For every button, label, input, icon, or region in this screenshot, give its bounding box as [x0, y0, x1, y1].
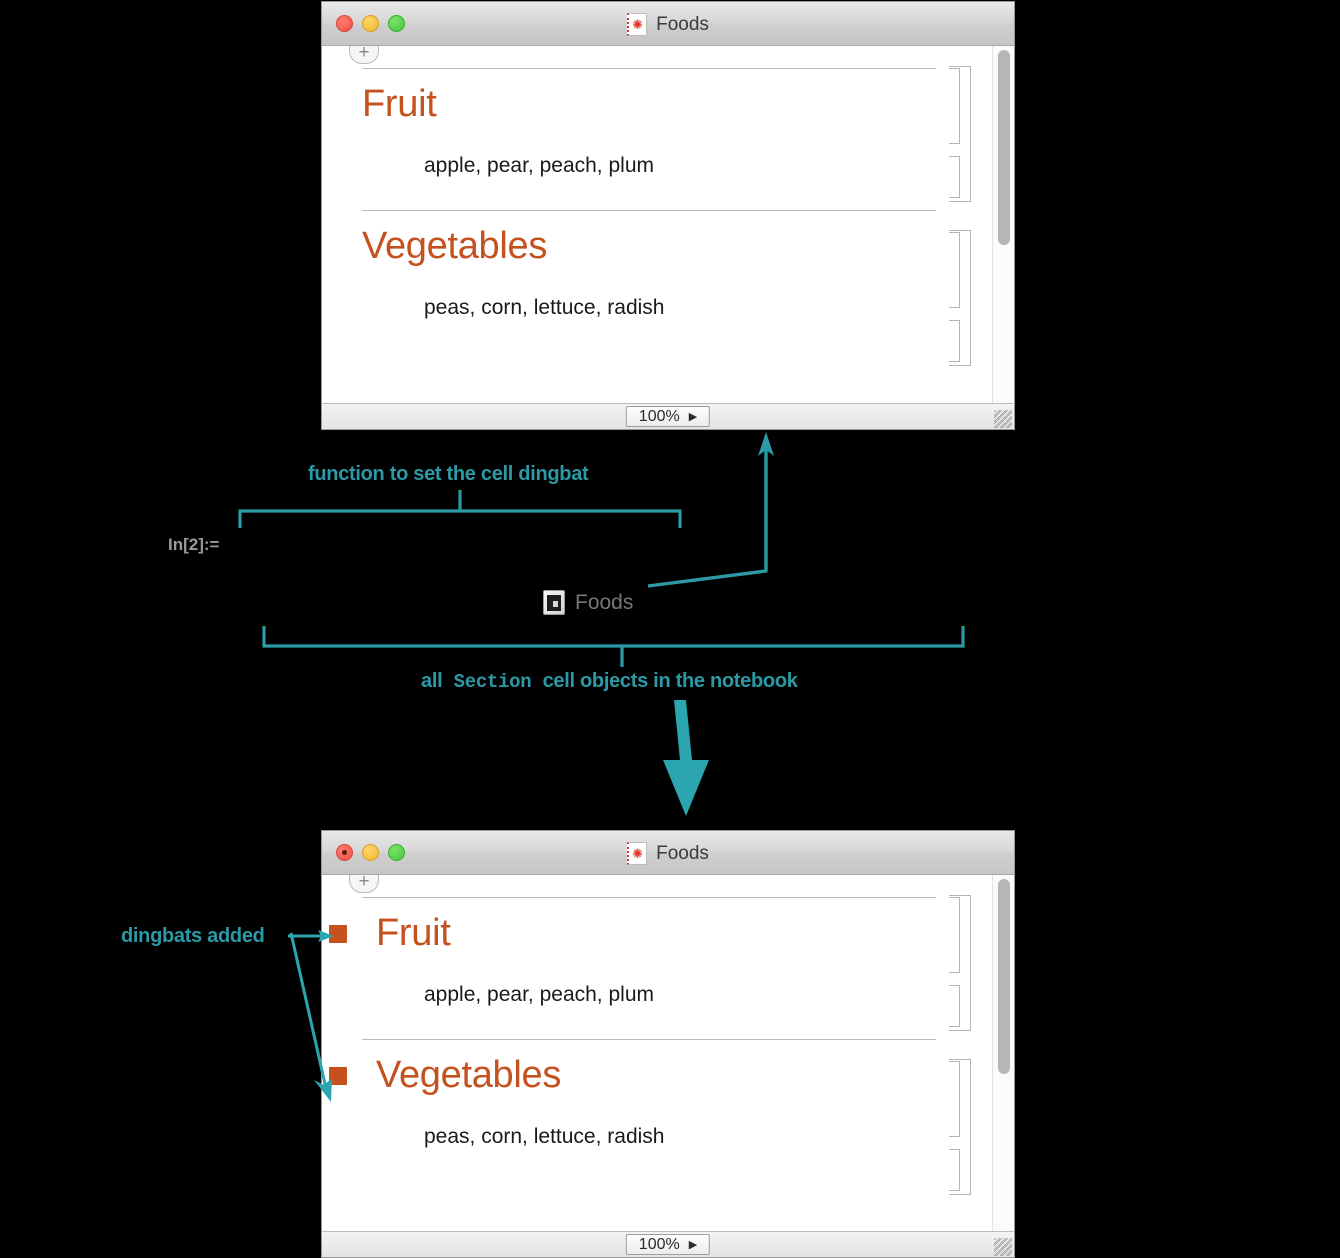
vertical-scrollbar[interactable]: [992, 875, 1014, 1231]
window-title-group: ✺ Foods: [322, 842, 1014, 865]
cell-bracket-section[interactable]: [949, 897, 960, 973]
cell-group-vegetables: Vegetables peas, corn, lettuce, radish: [322, 1021, 1014, 1163]
traffic-lights: [336, 844, 405, 861]
cell-bracket-section[interactable]: [949, 1061, 960, 1137]
resize-grip-icon[interactable]: [994, 410, 1012, 428]
zoom-level-button[interactable]: 100% ▶: [625, 406, 711, 427]
brace-all-sections: [262, 626, 965, 648]
section-heading-cell[interactable]: Vegetables: [322, 1040, 1014, 1113]
window-title: Foods: [656, 13, 709, 35]
cell-bracket-group[interactable]: [949, 66, 971, 202]
arrow-to-top-window-head: [758, 432, 774, 456]
scrollbar-thumb[interactable]: [998, 879, 1010, 1074]
section-dingbat-icon: [329, 924, 347, 943]
annotation-all-mono: Section: [453, 671, 532, 693]
window-title: Foods: [656, 842, 709, 864]
minimize-button[interactable]: [362, 15, 379, 32]
cell-bracket-text[interactable]: [949, 985, 960, 1027]
section-heading-text: Fruit: [362, 83, 437, 125]
cell-object-label: Foods: [575, 590, 634, 614]
arrow-to-top-window-shaft: [647, 448, 768, 588]
cell-group-vegetables: Vegetables peas, corn, lettuce, radish: [322, 192, 1014, 334]
cell-bracket-group[interactable]: [949, 1059, 971, 1195]
annotation-all-suffix: cell objects in the notebook: [542, 670, 798, 692]
chevron-right-icon: ▶: [688, 1239, 698, 1251]
section-heading-cell[interactable]: Fruit: [322, 69, 1014, 142]
section-heading-text: Fruit: [376, 912, 451, 954]
cell-bracket-group[interactable]: [949, 895, 971, 1031]
chevron-right-icon: ▶: [688, 411, 698, 423]
text-cell[interactable]: peas, corn, lettuce, radish: [424, 1125, 665, 1148]
notebook-window-after[interactable]: ✺ Foods + Fruit apple, pear, peach, plum…: [321, 830, 1015, 1258]
annotation-function-dingbat: function to set the cell dingbat: [308, 463, 589, 485]
annotation-all-prefix: all: [421, 670, 443, 692]
section-heading-text: Vegetables: [376, 1054, 562, 1096]
annotation-all-sections: all Section cell objects in the notebook: [421, 670, 798, 693]
traffic-lights: [336, 15, 405, 32]
zoom-button[interactable]: [388, 15, 405, 32]
cell-divider: [362, 897, 936, 898]
vertical-scrollbar[interactable]: [992, 46, 1014, 403]
cell-bracket-group[interactable]: [949, 230, 971, 366]
status-bar: 100% ▶: [322, 403, 1014, 429]
minimize-button[interactable]: [362, 844, 379, 861]
cell-group-fruit: Fruit apple, pear, peach, plum: [322, 46, 1014, 192]
arrow-down-big: [663, 700, 709, 816]
cell-divider: [362, 68, 936, 69]
brace-function-dingbat: [238, 509, 682, 528]
section-dingbat-icon: [329, 1066, 347, 1085]
scrollbar-thumb[interactable]: [998, 50, 1010, 245]
section-heading-cell[interactable]: Fruit: [322, 898, 1014, 971]
cell-group-fruit: Fruit apple, pear, peach, plum: [322, 875, 1014, 1021]
status-bar: 100% ▶: [322, 1231, 1014, 1257]
zoom-level-value: 100%: [638, 1235, 680, 1253]
close-button[interactable]: [336, 15, 353, 32]
notebook-window-before[interactable]: ✺ Foods + Fruit apple, pear, peach, plum…: [321, 1, 1015, 430]
section-heading-text: Vegetables: [362, 225, 548, 267]
cell-bracket-text[interactable]: [949, 1149, 960, 1191]
cell-bracket-section[interactable]: [949, 232, 960, 308]
notebook-content[interactable]: + Fruit apple, pear, peach, plum Vegetab…: [322, 46, 1014, 403]
notebook-document-icon: ✺: [627, 842, 648, 865]
cell-object-foods[interactable]: Foods: [543, 590, 633, 615]
resize-grip-icon[interactable]: [994, 1238, 1012, 1256]
cell-bracket-text[interactable]: [949, 320, 960, 362]
text-cell[interactable]: apple, pear, peach, plum: [424, 154, 654, 177]
zoom-level-button[interactable]: 100% ▶: [625, 1234, 711, 1255]
title-bar[interactable]: ✺ Foods: [322, 831, 1014, 875]
notebook-content[interactable]: + Fruit apple, pear, peach, plum Vegetab…: [322, 875, 1014, 1231]
cell-object-icon: [543, 590, 565, 615]
cell-bracket-text[interactable]: [949, 156, 960, 198]
zoom-level-value: 100%: [638, 407, 680, 425]
cell-divider: [362, 1039, 936, 1040]
cell-divider: [362, 210, 936, 211]
notebook-document-icon: ✺: [627, 13, 648, 36]
text-cell[interactable]: apple, pear, peach, plum: [424, 983, 654, 1006]
text-cell[interactable]: peas, corn, lettuce, radish: [424, 296, 665, 319]
close-button[interactable]: [336, 844, 353, 861]
zoom-button[interactable]: [388, 844, 405, 861]
section-heading-cell[interactable]: Vegetables: [322, 211, 1014, 284]
annotation-dingbats-added: dingbats added: [121, 925, 265, 947]
input-prompt-label: In[2]:=: [168, 535, 220, 554]
cell-bracket-section[interactable]: [949, 68, 960, 144]
title-bar[interactable]: ✺ Foods: [322, 2, 1014, 46]
window-title-group: ✺ Foods: [322, 13, 1014, 36]
